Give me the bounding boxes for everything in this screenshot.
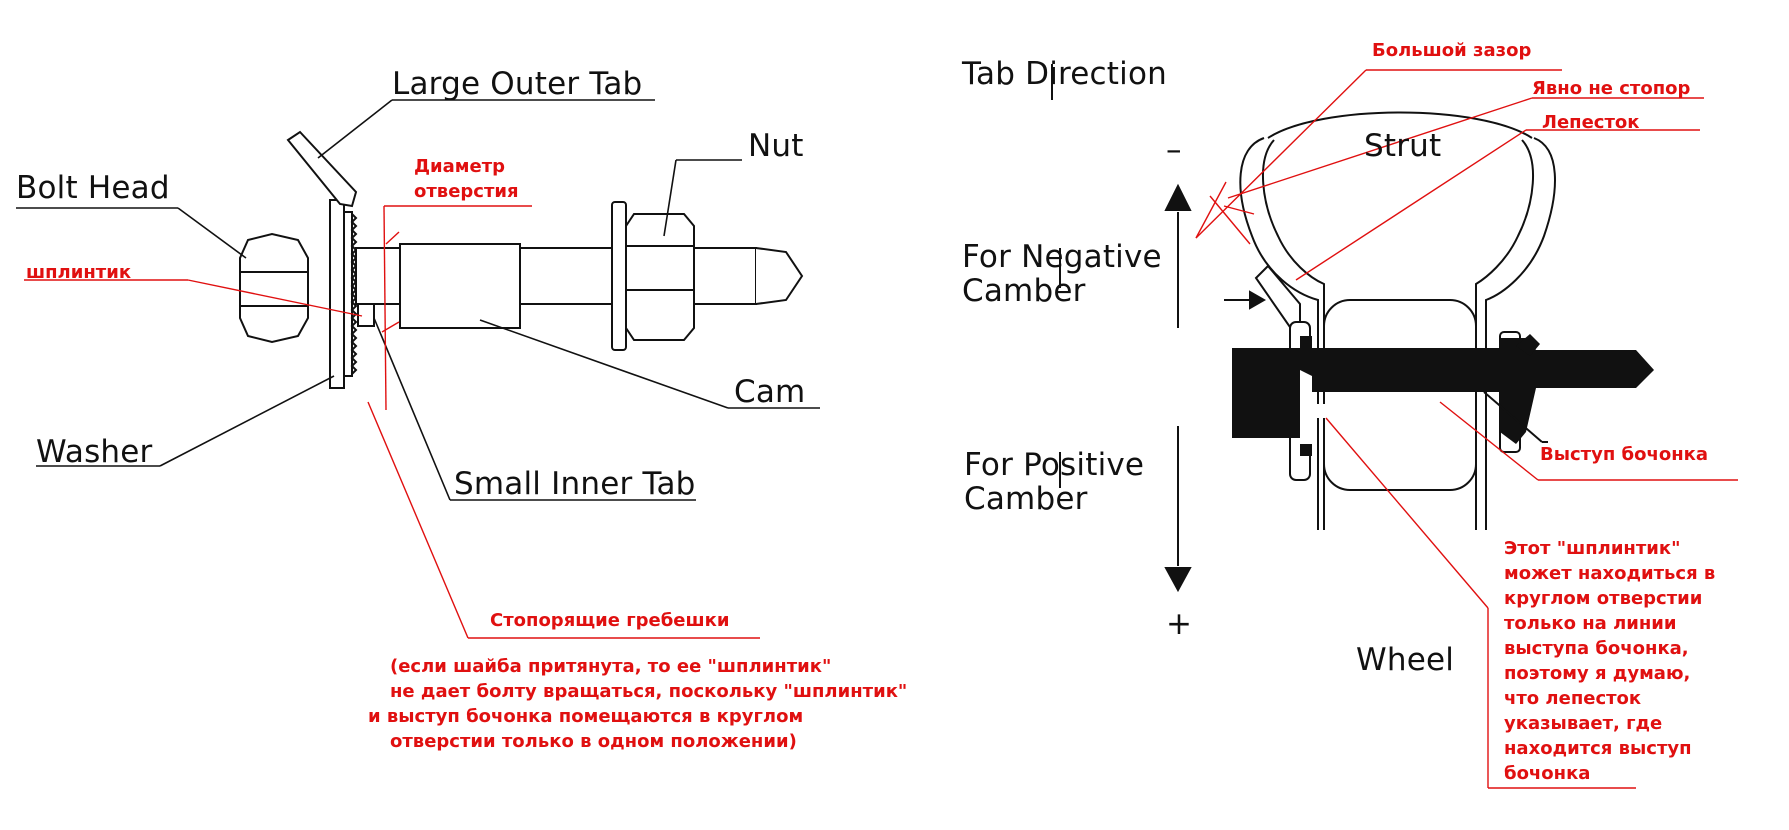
strut-outer-wall (1239, 137, 1319, 530)
annotation-cotter: шплинтик (26, 262, 132, 283)
label-plus: + (1166, 606, 1193, 642)
annotation-barrel-protrusion: Выступ бочонка (1540, 444, 1708, 465)
label-strut: Strut (1364, 128, 1442, 164)
bolt-tip (755, 247, 804, 305)
annotation-not-a-stop: Явно не стопор (1532, 78, 1691, 99)
positive-arrowhead (1164, 567, 1192, 593)
label-cam: Cam (734, 374, 806, 410)
right-explanation-line-10: бочонка (1504, 763, 1591, 784)
locking-ridges (350, 213, 358, 375)
nut-washer (611, 201, 627, 351)
annotation-right-explanation: Этот "шплинтик" может находиться в кругл… (1504, 536, 1715, 786)
negative-camber-line-1: For Negative (962, 239, 1162, 275)
right-explanation-line-7: что лепесток (1504, 688, 1642, 709)
label-minus: – (1166, 132, 1182, 168)
right-explanation-line-9: находится выступ (1504, 738, 1692, 759)
label-tab-direction: Tab Direction (962, 56, 1167, 92)
right-explanation-line-2: может находиться в (1504, 563, 1716, 584)
bolt-assembly-drawing (239, 130, 804, 389)
left-explanation-line-4: отверстии только в одном положении) (390, 731, 797, 752)
right-explanation-line-4: только на линии (1504, 613, 1677, 634)
left-annotation-lines (24, 205, 760, 639)
label-large-outer-tab: Large Outer Tab (392, 66, 643, 102)
right-explanation-line-8: указывает, где (1504, 713, 1663, 734)
label-negative-camber: For Negative Camber (962, 240, 1162, 308)
annotation-locking-ridges: Стопорящие гребешки (490, 610, 730, 631)
tab-arrowhead (1249, 290, 1267, 310)
strut-dome (1267, 111, 1533, 139)
bolt-head (239, 232, 309, 344)
annotation-left-explanation: (если шайба притянута, то ее "шплинтик" … (368, 654, 907, 754)
right-explanation-line-1: Этот "шплинтик" (1504, 538, 1681, 559)
petal-tab (1254, 264, 1301, 331)
left-explanation-line-2: не дает болту вращаться, поскольку "шпли… (390, 681, 908, 702)
strut-inner-wall (1262, 139, 1325, 530)
label-wheel: Wheel (1356, 642, 1455, 678)
large-outer-tab (286, 130, 358, 208)
nut (625, 213, 695, 341)
positive-camber-line-1: For Positive (964, 447, 1145, 483)
strut-drawing (1239, 111, 1556, 530)
washer (329, 199, 345, 389)
negative-camber-line-2: Camber (962, 273, 1086, 309)
right-marks (1051, 64, 1548, 593)
left-explanation-line-3: и выступ бочонка помещаются в круглом (368, 706, 804, 727)
label-small-inner-tab: Small Inner Tab (454, 466, 696, 502)
label-positive-camber: For Positive Camber (964, 448, 1144, 516)
positive-camber-line-2: Camber (964, 481, 1088, 517)
annotation-hole-diameter: Диаметр отверстия (414, 154, 519, 204)
strut-slot (1323, 299, 1477, 491)
annotation-hole-diameter-line-2: отверстия (414, 181, 519, 202)
annotation-hole-diameter-line-1: Диаметр (414, 156, 506, 177)
label-washer: Washer (36, 434, 153, 470)
left-explanation-line-1: (если шайба притянута, то ее "шплинтик" (390, 656, 832, 677)
label-nut: Nut (748, 128, 804, 164)
right-explanation-line-6: поэтому я думаю, (1504, 663, 1691, 684)
negative-arrowhead (1164, 183, 1192, 211)
left-leader-lines (16, 99, 820, 501)
right-explanation-line-3: круглом отверстии (1504, 588, 1703, 609)
cam (399, 243, 521, 329)
label-bolt-head: Bolt Head (16, 170, 170, 206)
right-explanation-line-5: выступа бочонка, (1504, 638, 1689, 659)
annotation-big-gap: Большой зазор (1372, 40, 1532, 61)
annotation-petal: Лепесток (1542, 112, 1640, 133)
black-bolt (1232, 334, 1654, 456)
right-annotation-lines (1195, 69, 1738, 789)
